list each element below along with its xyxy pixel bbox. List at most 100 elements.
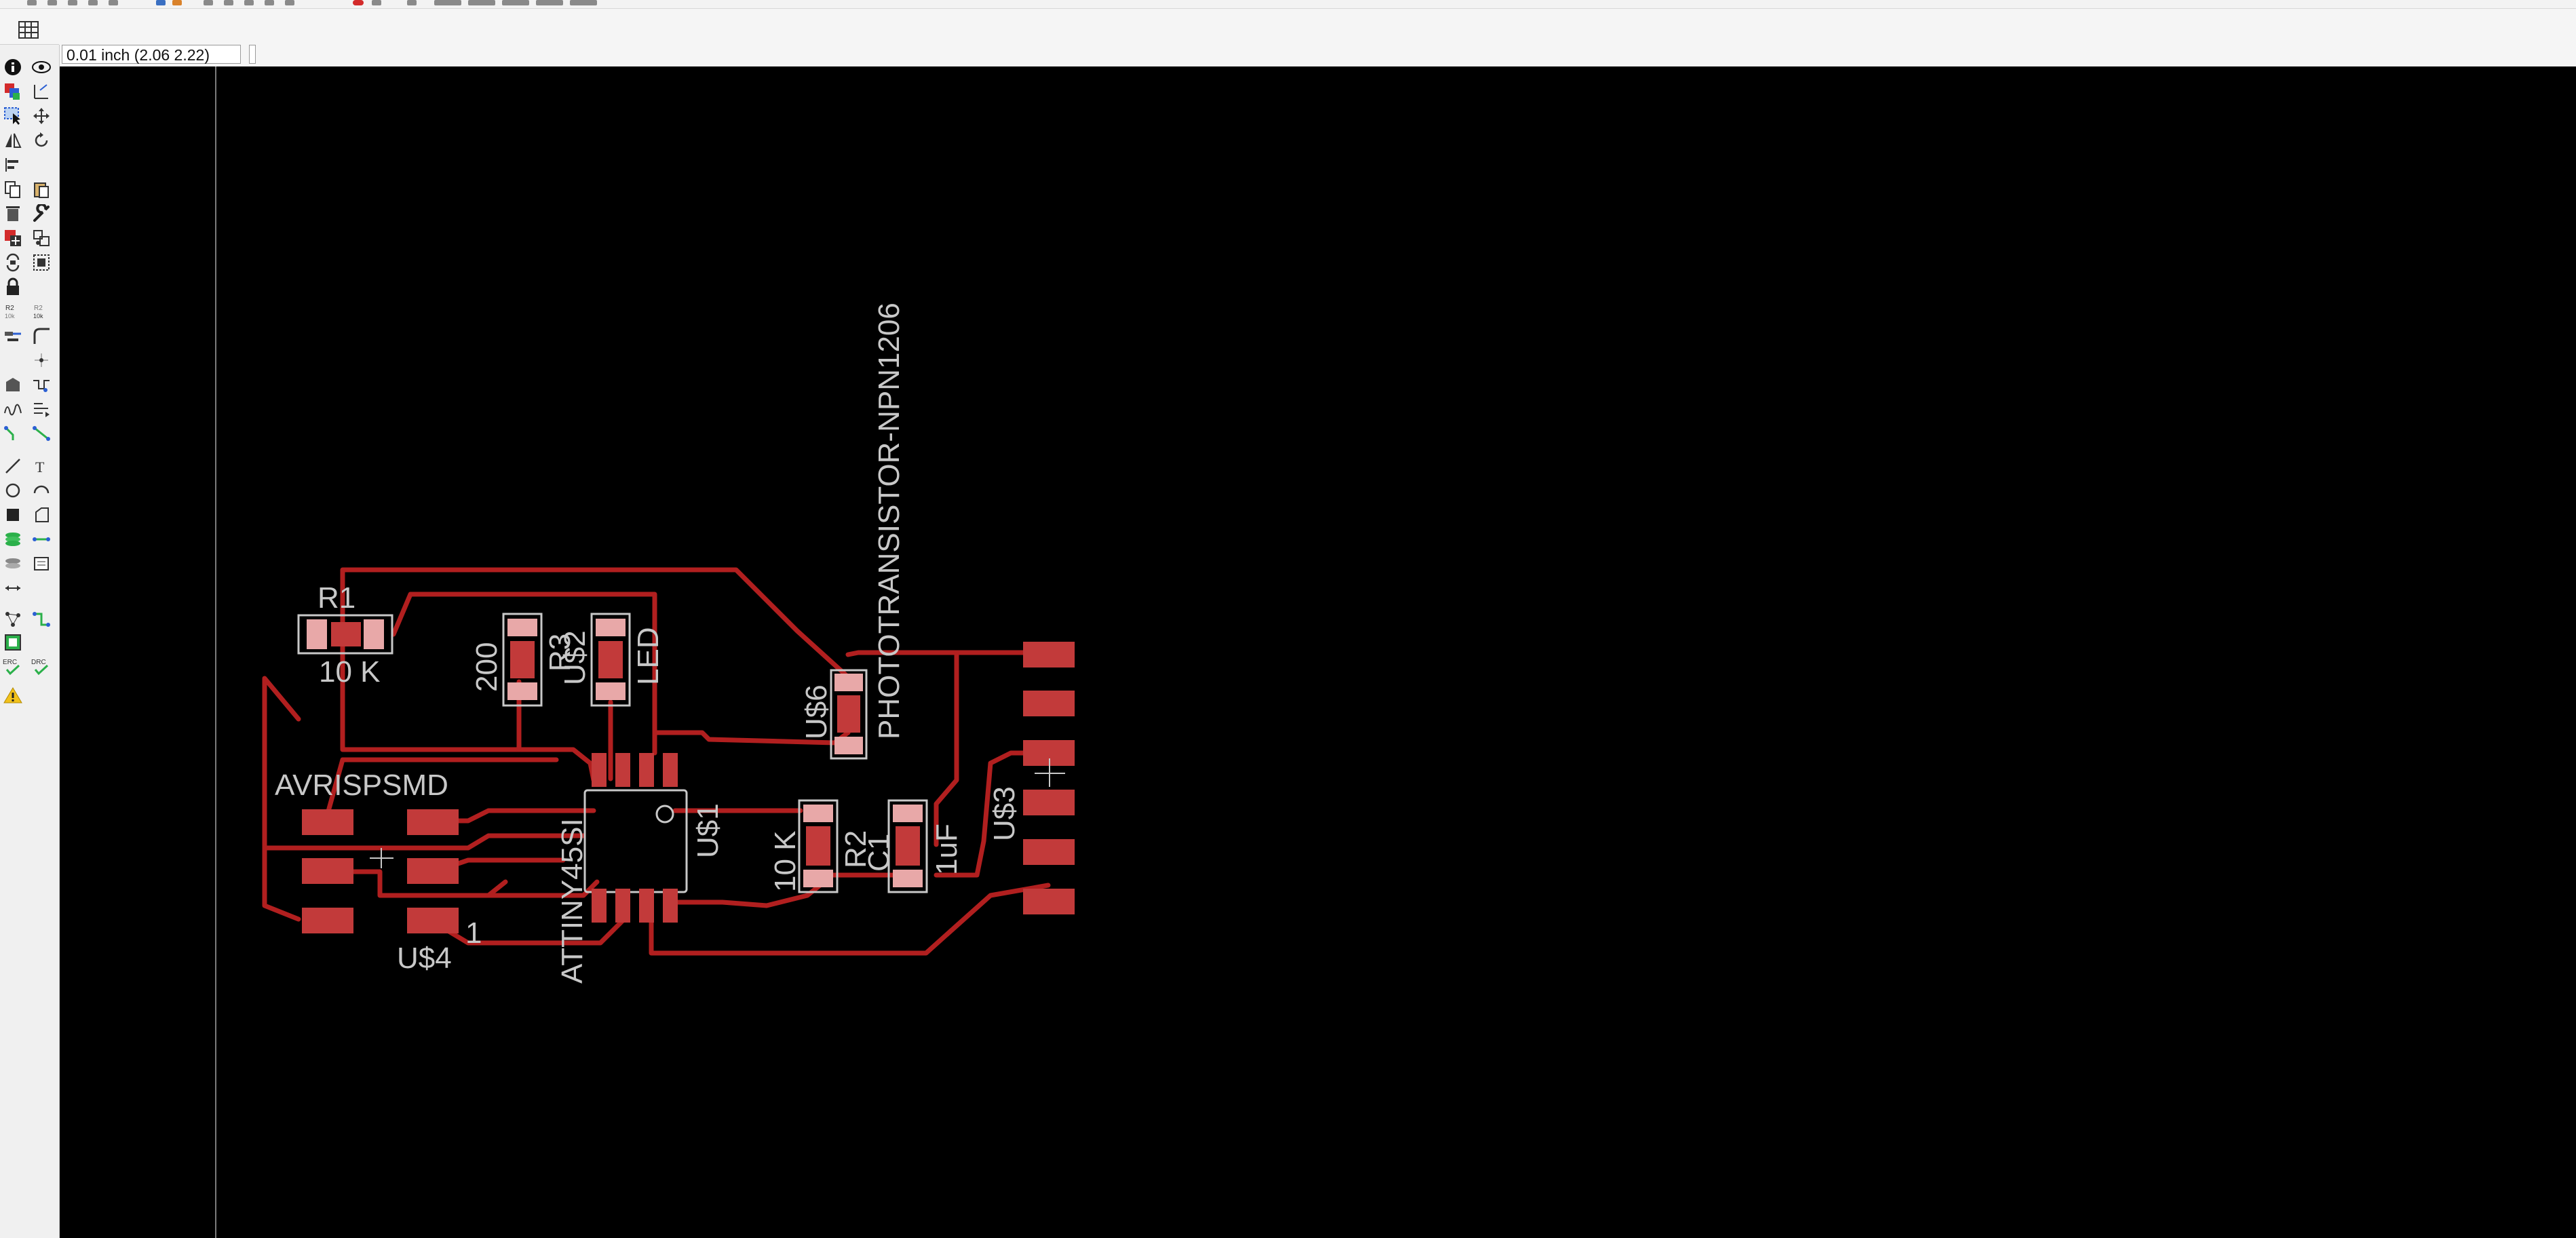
add-button[interactable] [1, 227, 24, 250]
c1-name: C1 [862, 834, 896, 872]
help-icon[interactable] [407, 0, 417, 5]
led-footprint[interactable] [590, 613, 631, 707]
arc-icon [33, 485, 50, 494]
header-footprint[interactable] [1023, 642, 1075, 914]
redraw-icon[interactable] [265, 0, 274, 5]
zoom-select-icon[interactable] [285, 0, 294, 5]
cam-icon[interactable] [109, 0, 118, 5]
trace[interactable] [845, 650, 1051, 657]
c1-footprint[interactable] [887, 799, 928, 893]
trace[interactable] [262, 676, 301, 922]
show-button[interactable] [30, 56, 53, 79]
circle-button[interactable] [1, 479, 24, 502]
text-button[interactable]: T [30, 454, 53, 478]
signal-button[interactable] [30, 528, 53, 551]
polygon-button[interactable] [30, 503, 53, 526]
attribute-button[interactable] [30, 552, 53, 575]
via-button[interactable] [1, 528, 24, 551]
trace[interactable] [391, 592, 657, 756]
trace[interactable] [486, 879, 600, 898]
shape-select[interactable] [502, 0, 529, 5]
display-layers-button[interactable] [1, 80, 24, 103]
replace-button[interactable] [30, 227, 53, 250]
erc-button[interactable]: ERC [1, 655, 24, 678]
zoom-fit-icon[interactable] [204, 0, 213, 5]
r3-footprint[interactable] [502, 613, 543, 707]
layer-select[interactable] [434, 0, 461, 5]
diameter-select[interactable] [570, 0, 597, 5]
paste-button[interactable] [30, 178, 53, 201]
new-icon[interactable] [27, 0, 37, 5]
trace[interactable] [323, 869, 508, 898]
board-switch-icon[interactable] [156, 0, 166, 5]
smash-button[interactable] [1, 373, 24, 396]
line-icon [5, 459, 20, 473]
group-button[interactable] [30, 251, 53, 274]
attribute-icon [34, 557, 49, 570]
split-button[interactable] [1, 324, 24, 347]
info-button[interactable] [1, 56, 24, 79]
trace[interactable] [340, 632, 596, 783]
arc-button[interactable] [30, 479, 53, 502]
align-button[interactable] [1, 153, 24, 176]
meander-button[interactable] [30, 373, 53, 396]
schematic-switch-icon[interactable] [172, 0, 182, 5]
miter-button[interactable] [30, 324, 53, 347]
r2-footprint[interactable] [798, 799, 839, 893]
optimize-button[interactable] [30, 349, 53, 372]
save-icon[interactable] [68, 0, 77, 5]
errors-button[interactable] [1, 684, 24, 707]
trace[interactable] [649, 883, 1051, 956]
zoom-in-icon[interactable] [224, 0, 233, 5]
delete-button[interactable] [1, 202, 24, 225]
trace[interactable] [934, 650, 959, 847]
board-drawing: R1 10 K 200 R3 U$2 LED U$6 PHOTOTRANSIST… [215, 66, 1075, 1238]
trace[interactable] [262, 833, 586, 851]
attiny-footprint[interactable] [583, 753, 688, 923]
avrisp-footprint[interactable] [302, 809, 459, 933]
drill-select[interactable] [536, 0, 563, 5]
grid-button[interactable] [15, 18, 42, 41]
ratsnest-button[interactable] [1, 608, 24, 631]
swap-button[interactable] [1, 251, 24, 274]
copy-button[interactable] [1, 178, 24, 201]
r1-footprint[interactable] [297, 614, 393, 655]
auto-button[interactable] [30, 608, 53, 631]
open-icon[interactable] [47, 0, 57, 5]
width-select[interactable] [468, 0, 495, 5]
line-button[interactable] [1, 454, 24, 478]
trace[interactable] [672, 879, 827, 908]
svg-text:R2: R2 [34, 305, 43, 312]
dimension-button[interactable] [1, 577, 24, 600]
phototransistor-footprint[interactable] [830, 669, 868, 760]
autoroute-button[interactable] [1, 422, 24, 445]
route-button[interactable] [30, 398, 53, 421]
print-icon[interactable] [88, 0, 98, 5]
command-line-input[interactable] [249, 45, 256, 64]
change-button[interactable] [30, 202, 53, 225]
u2-name: U$2 [558, 630, 592, 685]
go-icon[interactable] [372, 0, 381, 5]
move-button[interactable] [30, 104, 53, 128]
trace[interactable] [934, 750, 1051, 878]
main-toolbar [0, 0, 2576, 9]
lock-button[interactable] [1, 275, 24, 298]
ripup-button[interactable] [1, 398, 24, 421]
zoom-out-icon[interactable] [244, 0, 254, 5]
trace[interactable] [340, 567, 851, 680]
board-canvas[interactable]: R1 10 K 200 R3 U$2 LED U$6 PHOTOTRANSIST… [60, 66, 2576, 1238]
drc-button[interactable]: DRC [30, 655, 53, 678]
rect-button[interactable] [1, 503, 24, 526]
stop-icon[interactable] [353, 0, 364, 5]
ratsnest-top-button[interactable] [30, 422, 53, 445]
rotate-button[interactable] [30, 129, 53, 152]
trace[interactable] [323, 757, 559, 824]
select-button[interactable] [1, 104, 24, 128]
mirror-button[interactable] [1, 129, 24, 152]
mark-button[interactable] [30, 80, 53, 103]
hole-button[interactable] [1, 552, 24, 575]
layout-board-button[interactable] [1, 631, 24, 654]
